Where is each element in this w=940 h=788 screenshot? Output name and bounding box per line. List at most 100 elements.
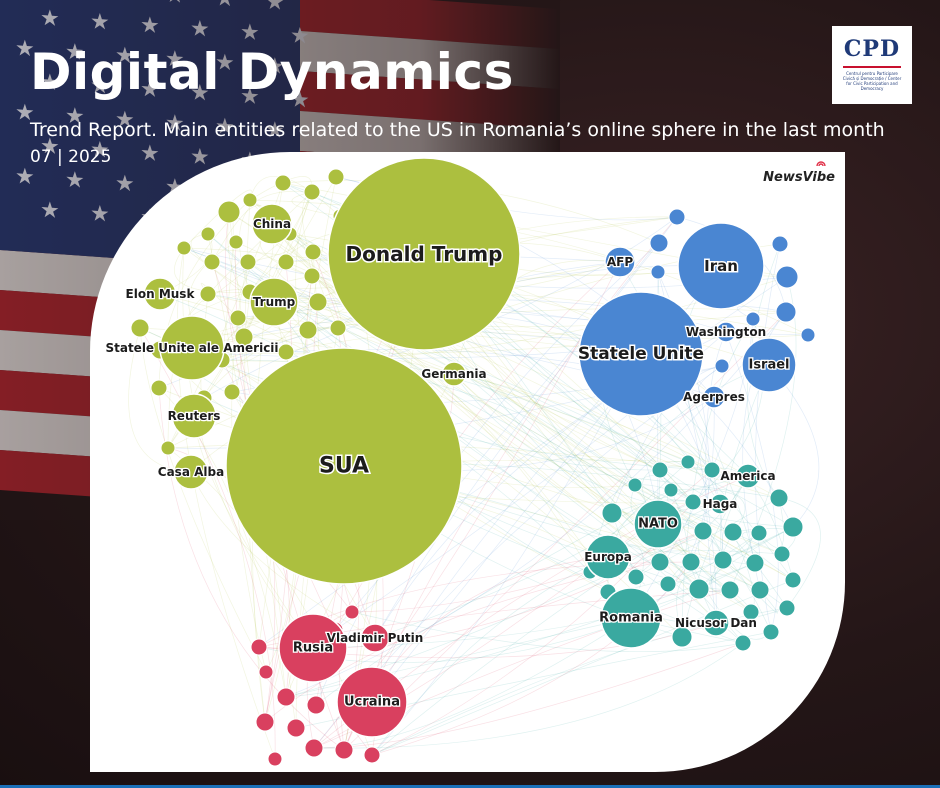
node-statele-unite-ale-americii[interactable]: [159, 315, 225, 381]
entity-node[interactable]: [659, 575, 677, 593]
node-nato[interactable]: [633, 499, 683, 549]
entity-node[interactable]: [303, 267, 321, 285]
entity-node[interactable]: [199, 285, 217, 303]
node-europa[interactable]: [585, 534, 631, 580]
entity-node[interactable]: [234, 327, 254, 347]
node-vladimir-putin[interactable]: [360, 623, 390, 653]
entity-node[interactable]: [775, 301, 797, 323]
entity-node[interactable]: [250, 638, 268, 656]
entity-node[interactable]: [239, 253, 257, 271]
entity-node[interactable]: [649, 233, 669, 253]
entity-node[interactable]: [304, 738, 324, 758]
entity-node[interactable]: [771, 235, 789, 253]
entity-node[interactable]: [150, 379, 168, 397]
entity-node[interactable]: [203, 253, 221, 271]
entity-node[interactable]: [650, 264, 666, 280]
entity-node[interactable]: [671, 626, 693, 648]
entity-node[interactable]: [298, 320, 318, 340]
entity-node[interactable]: [762, 623, 780, 641]
entity-node[interactable]: [334, 740, 354, 760]
entity-node[interactable]: [745, 553, 765, 573]
entity-node[interactable]: [734, 634, 752, 652]
node-israel[interactable]: [741, 337, 797, 393]
entity-node[interactable]: [304, 243, 322, 261]
node-washington[interactable]: [715, 321, 737, 343]
entity-node[interactable]: [684, 493, 702, 511]
entity-node[interactable]: [267, 751, 283, 767]
entity-node[interactable]: [242, 192, 258, 208]
entity-node[interactable]: [778, 599, 796, 617]
node-statele-unite[interactable]: [578, 291, 704, 417]
entity-node[interactable]: [160, 440, 176, 456]
entity-node[interactable]: [688, 578, 710, 600]
entity-node[interactable]: [228, 234, 244, 250]
entity-node[interactable]: [775, 265, 799, 289]
entity-node[interactable]: [327, 168, 345, 186]
node-ucraina[interactable]: [336, 666, 408, 738]
node-nicusor-dan[interactable]: [702, 609, 730, 637]
node-haga[interactable]: [709, 493, 731, 515]
entity-node[interactable]: [742, 603, 760, 621]
entity-node[interactable]: [329, 319, 347, 337]
entity-node[interactable]: [303, 183, 321, 201]
entity-node[interactable]: [651, 461, 669, 479]
node-agerpres[interactable]: [702, 385, 726, 409]
node-elon-musk[interactable]: [143, 277, 177, 311]
node-iran[interactable]: [677, 222, 765, 310]
node-afp[interactable]: [604, 246, 636, 278]
node-germania[interactable]: [441, 361, 467, 387]
entity-node[interactable]: [258, 664, 274, 680]
entity-node[interactable]: [714, 358, 730, 374]
network-edge: [285, 530, 704, 698]
entity-node[interactable]: [769, 488, 789, 508]
entity-node[interactable]: [782, 516, 804, 538]
entity-node[interactable]: [723, 522, 743, 542]
entity-node[interactable]: [773, 545, 791, 563]
entity-node[interactable]: [286, 718, 306, 738]
entity-node[interactable]: [274, 174, 292, 192]
node-romania[interactable]: [600, 587, 662, 649]
entity-node[interactable]: [713, 550, 733, 570]
node-america[interactable]: [735, 463, 761, 489]
entity-node[interactable]: [703, 461, 721, 479]
node-trump[interactable]: [249, 277, 299, 327]
entity-node[interactable]: [308, 292, 328, 312]
entity-node[interactable]: [306, 695, 326, 715]
signal-icon: [816, 161, 826, 167]
node-donald-trump[interactable]: [327, 157, 521, 351]
entity-node[interactable]: [223, 383, 241, 401]
entity-node[interactable]: [680, 454, 696, 470]
entity-node[interactable]: [344, 604, 360, 620]
entity-node[interactable]: [363, 746, 381, 764]
entity-node[interactable]: [601, 502, 623, 524]
entity-node[interactable]: [668, 208, 686, 226]
entity-node[interactable]: [750, 524, 768, 542]
entity-node[interactable]: [176, 240, 192, 256]
node-reuters[interactable]: [171, 393, 217, 439]
entity-node[interactable]: [200, 226, 216, 242]
entity-node[interactable]: [255, 712, 275, 732]
entity-node[interactable]: [627, 477, 643, 493]
node-china[interactable]: [251, 203, 293, 245]
entity-node[interactable]: [277, 253, 295, 271]
entity-node[interactable]: [784, 571, 802, 589]
entity-node[interactable]: [277, 343, 295, 361]
entity-node[interactable]: [217, 200, 241, 224]
entity-node[interactable]: [693, 521, 713, 541]
node-rusia[interactable]: [278, 613, 348, 683]
node-casa-alba[interactable]: [173, 454, 209, 490]
entity-node[interactable]: [229, 309, 247, 327]
entity-node[interactable]: [627, 568, 645, 586]
major-nodes: [143, 157, 797, 738]
network-edge: [681, 475, 749, 638]
entity-node[interactable]: [663, 482, 679, 498]
entity-node[interactable]: [750, 580, 770, 600]
node-sua[interactable]: [225, 347, 463, 585]
entity-node[interactable]: [681, 552, 701, 572]
entity-node[interactable]: [276, 687, 296, 707]
entity-node[interactable]: [720, 580, 740, 600]
entity-node[interactable]: [130, 318, 150, 338]
entity-node[interactable]: [800, 327, 816, 343]
entity-node[interactable]: [745, 311, 761, 327]
entity-node[interactable]: [650, 552, 670, 572]
